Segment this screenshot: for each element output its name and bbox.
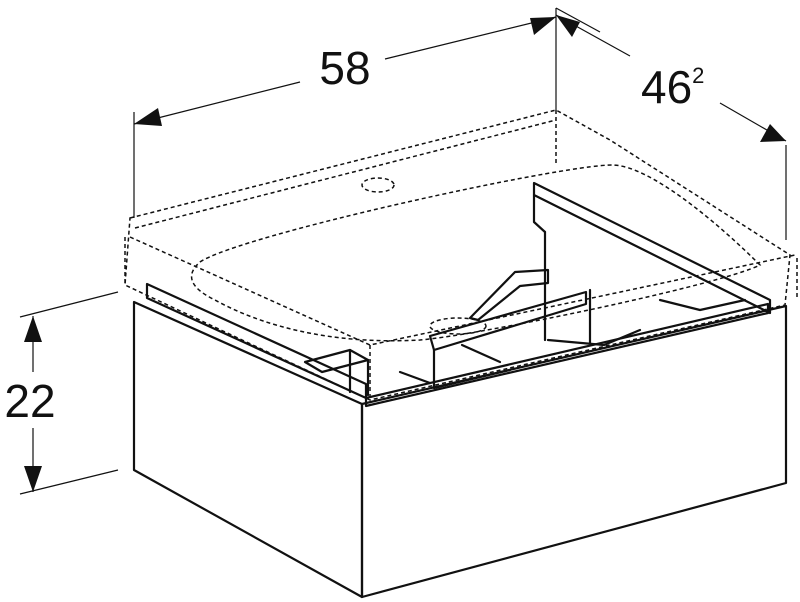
depth-dimension: 462 [555,7,787,240]
width-dimension-line-right [384,16,557,60]
cabinet-body [132,282,788,599]
height-extension-bottom [19,469,119,495]
top-rim-left [145,282,368,400]
depth-label: 462 [641,61,704,113]
width-dimension: 58 [133,8,557,218]
inner-shelf-lower [432,348,512,390]
siphon-bracket [468,268,550,322]
width-arrow-left [134,108,162,126]
inner-back-rim [532,181,772,315]
width-label: 58 [319,42,370,94]
inner-back-panel-edge [532,193,547,234]
basin-rim-back [134,119,557,229]
inner-rear-frame [658,298,747,312]
height-arrow-bottom [24,466,42,492]
depth-value: 46 [641,61,692,113]
depth-extension-top [555,7,601,33]
height-arrow-top [24,316,42,342]
height-label: 22 [4,375,55,427]
washbasin-outline [124,109,798,401]
drawer-interior [303,181,772,397]
inner-drawer-rail [398,370,432,385]
height-extension-top [19,291,119,318]
basin-bowl [190,164,762,342]
inner-floor-line [546,328,642,347]
cabinet-left-face [132,300,364,599]
depth-superscript: 2 [692,63,704,88]
inner-shelf [428,290,588,352]
drawer-front [360,304,788,599]
height-dimension: 22 [4,291,119,495]
basin-rim-front [129,236,796,346]
basin-top-rim [124,109,791,401]
inner-drawer-rail-2 [460,343,502,364]
depth-arrow-top [556,15,580,37]
tap-hole [361,177,395,193]
width-dimension-line-left [133,81,301,125]
depth-arrow-bottom [760,124,786,142]
width-arrow-right [530,17,556,35]
drain [429,317,487,335]
